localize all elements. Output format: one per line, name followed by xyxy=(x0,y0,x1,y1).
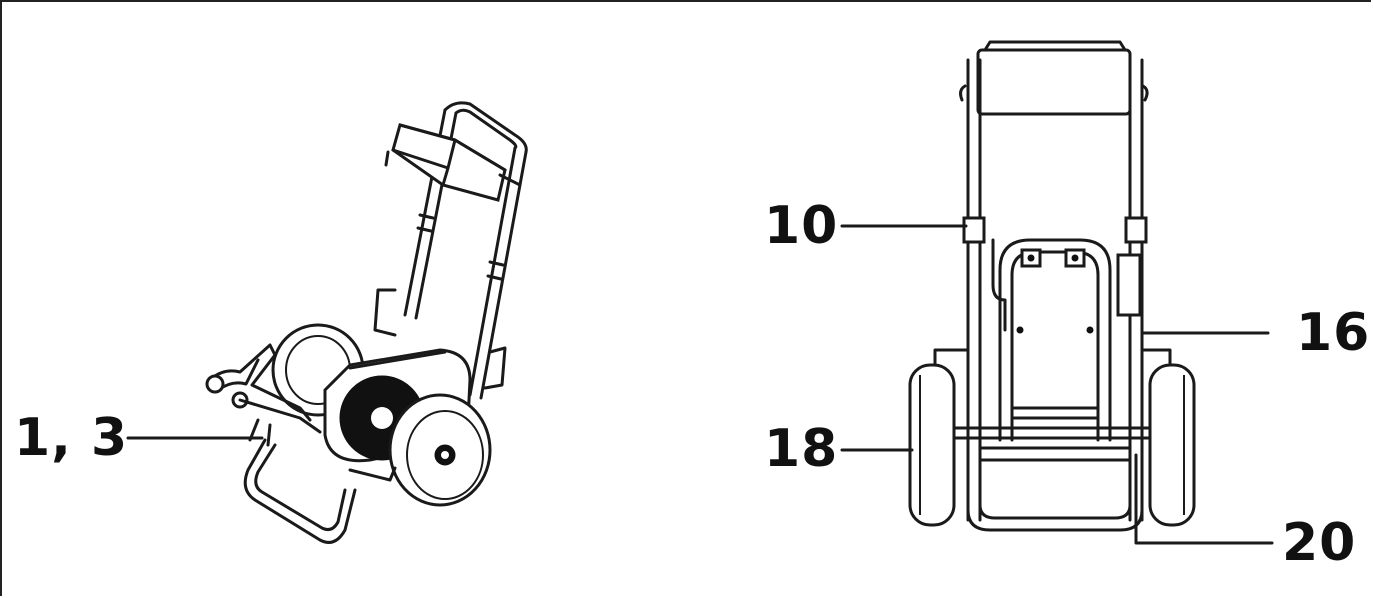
cart-rear-base xyxy=(966,478,1144,532)
cart-iso-left-hook xyxy=(373,288,397,337)
cart-rear-right-wheel xyxy=(1148,363,1196,527)
cart-iso-right-hook xyxy=(483,346,507,390)
cart-iso-front-wheel xyxy=(388,393,492,507)
callout-1-3: 1, 3 xyxy=(14,408,129,468)
callout-10: 10 xyxy=(764,196,839,256)
cart-iso-gun-assembly xyxy=(205,343,322,447)
callout-16: 16 xyxy=(1296,303,1371,363)
cart-iso-bin xyxy=(384,123,522,202)
cart-rear-inner-hoop xyxy=(998,238,1112,442)
cart-iso-base-frame xyxy=(243,438,357,544)
leader-20 xyxy=(1134,453,1274,545)
cart-rear-left-upright xyxy=(966,58,982,522)
cart-rear-left-wheel xyxy=(908,363,956,527)
cart-rear-axle xyxy=(933,426,1172,440)
cart-rear-bin xyxy=(959,40,1149,116)
cart-iso-top-handle xyxy=(443,101,528,154)
cart-iso-right-upright xyxy=(468,146,528,400)
cart-iso-view xyxy=(205,101,528,544)
callout-18: 18 xyxy=(764,419,839,479)
cart-rear-view xyxy=(908,40,1196,532)
callout-20: 20 xyxy=(1282,513,1357,573)
